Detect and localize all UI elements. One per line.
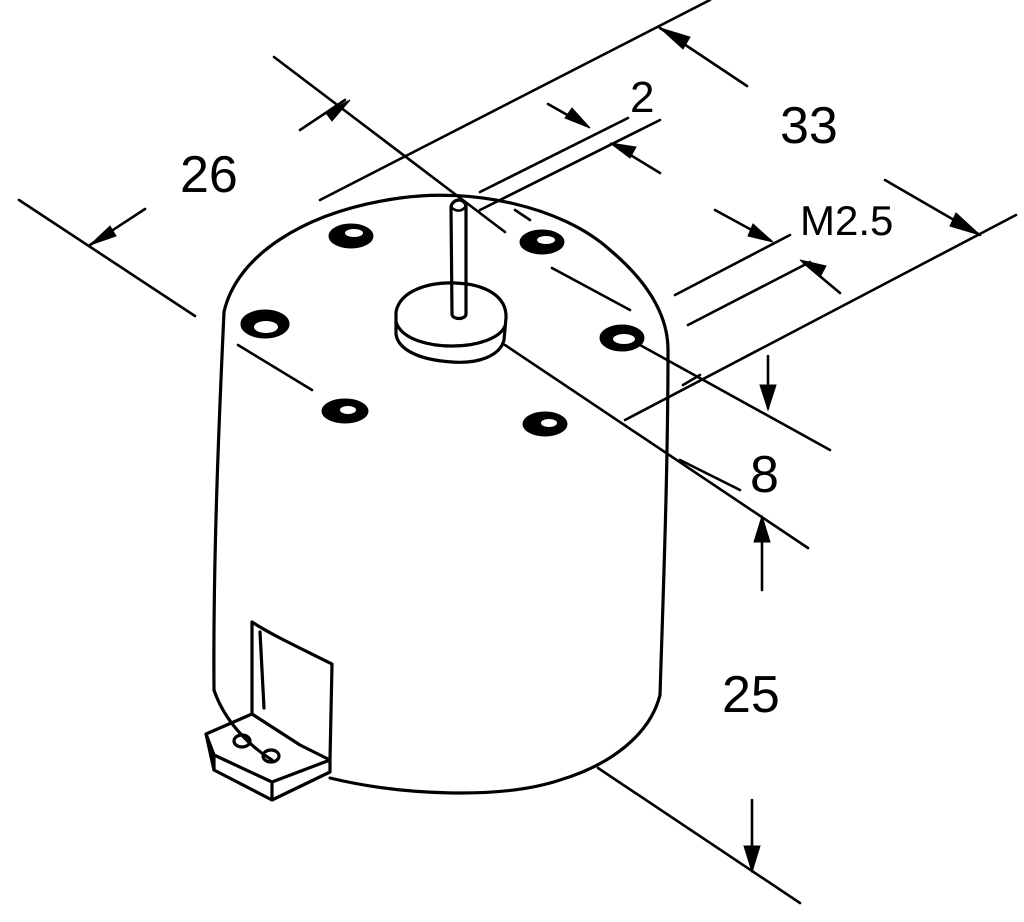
dim-m25-extension-2 xyxy=(673,233,792,297)
dim33-arrow-bottom xyxy=(949,212,981,236)
dim33-extension-bottom xyxy=(623,213,1018,422)
dim25-extension-bottom xyxy=(596,766,802,905)
terminal-hole-2 xyxy=(261,748,281,764)
body-extension-right-2 xyxy=(678,458,742,492)
dim-m25-extension-3 xyxy=(686,260,812,327)
terminal-tab-base xyxy=(204,712,332,802)
dim-m25-arrow-1 xyxy=(747,223,774,243)
terminal-tab xyxy=(204,620,334,802)
dim-m25-arrow-2 xyxy=(799,259,827,278)
dim2-extension-2 xyxy=(478,118,662,212)
dimension-2: 2 xyxy=(630,73,654,122)
centerline-left xyxy=(236,343,314,392)
dimension-26: 26 xyxy=(180,146,238,204)
body-extension-right xyxy=(681,373,702,387)
terminal-hole-1 xyxy=(232,733,252,749)
motor-shaft xyxy=(449,198,468,321)
dim26-extension-left xyxy=(17,198,197,318)
motor-shaft-assembly xyxy=(394,198,508,364)
dim8-arrow-bottom xyxy=(753,514,771,543)
shaft-tip xyxy=(449,204,468,212)
motor-top-rim xyxy=(222,193,670,352)
terminal-tab-upright xyxy=(250,620,334,762)
dim8-extension-bottom xyxy=(503,343,810,550)
shaft-boss-edge xyxy=(394,320,507,348)
dim-m25-extension-1 xyxy=(550,266,632,312)
dimension-33: 33 xyxy=(780,97,838,155)
dimension-lines xyxy=(17,0,1018,905)
mounting-holes xyxy=(240,223,645,437)
dim2-arrow-2 xyxy=(609,142,637,159)
dim26-arrow-2 xyxy=(325,99,351,122)
shaft-boss xyxy=(394,281,508,364)
dim25-arrow xyxy=(743,845,761,874)
dim2-arrow-1 xyxy=(564,107,591,129)
dim8-arrow-top xyxy=(759,384,777,412)
motor-left-side xyxy=(212,310,226,692)
dim2-extension-1 xyxy=(478,116,630,194)
motor-bottom-edge xyxy=(212,688,662,795)
dim33-extension-top xyxy=(318,0,712,202)
dim26-arrow-1 xyxy=(89,225,117,246)
dimension-8: 8 xyxy=(750,446,779,504)
dim8-extension-top xyxy=(638,343,832,452)
dim26-line-2 xyxy=(298,98,347,132)
centerline-right xyxy=(513,208,532,222)
dim26-extension-right xyxy=(272,55,507,234)
dim33-arrow-top xyxy=(659,27,691,50)
dimension-m25: M2.5 xyxy=(800,197,893,244)
dimension-25: 25 xyxy=(722,666,780,724)
